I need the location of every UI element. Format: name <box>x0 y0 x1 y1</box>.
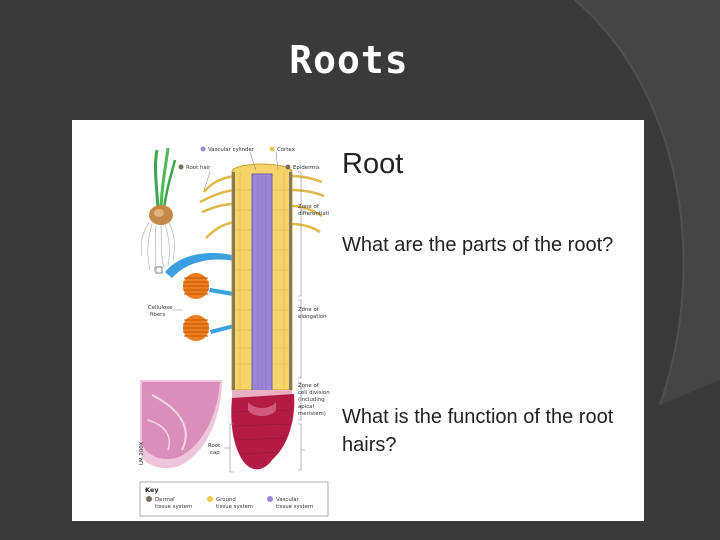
magnify-arrow <box>165 248 248 278</box>
key-ground-line2: tissue system <box>216 504 253 510</box>
label-zone-division-line4: apical <box>298 404 314 410</box>
label-zone-differentiation-line1: Zone of <box>298 204 319 210</box>
label-vascular-cylinder: Vascular cylinder <box>208 147 255 153</box>
panel-heading: Root <box>342 148 404 180</box>
label-zone-division-line2: cell division <box>298 390 330 396</box>
key-vascular-line2: tissue system <box>276 504 313 510</box>
label-zone-division-line1: Zone of <box>298 383 319 389</box>
content-panel: Cellulose fibers LM 200X <box>72 120 644 521</box>
legend-key: Key Dermal tissue system Ground tissue s… <box>139 481 329 517</box>
label-zone-elongation-line1: Zone of <box>298 307 319 313</box>
label-cellulose-line1: Cellulose <box>148 305 173 311</box>
zone-brackets <box>298 171 305 471</box>
slide-title: Roots <box>289 38 409 82</box>
label-zone-division-line3: (including <box>298 397 325 403</box>
onion-seedling-image <box>140 147 177 274</box>
key-vascular-line1: Vascular <box>276 497 300 503</box>
label-zone-differentiation-line2: differentiati <box>298 211 329 217</box>
root-diagram: Cellulose fibers LM 200X <box>139 146 330 517</box>
label-root-hair: Root hair <box>186 165 211 171</box>
root-tip-micrograph: LM 200X <box>139 380 222 469</box>
question-root-hairs-function: What is the function of the root hairs? <box>342 406 614 456</box>
root-illustration <box>231 163 295 470</box>
key-dermal-line1: Dermal <box>155 497 175 503</box>
micrograph-caption: LM 200X <box>139 441 145 465</box>
key-dermal-line2: tissue system <box>155 504 192 510</box>
question-root-parts: What are the parts of the root? <box>342 234 614 256</box>
label-zone-elongation-line2: elongation <box>298 314 327 320</box>
label-root-cap-line1: Root <box>208 443 220 449</box>
label-root-cap-line2: cap <box>210 450 220 456</box>
label-cortex: Cortex <box>277 147 296 153</box>
key-title: Key <box>145 486 159 494</box>
label-epidermis: Epidermis <box>293 165 320 171</box>
cellulose-fiber-icon <box>183 273 209 341</box>
key-ground-line1: Ground <box>216 497 236 503</box>
label-zone-division-line5: meristem) <box>298 411 326 417</box>
label-cellulose-line2: fibers <box>150 312 165 318</box>
